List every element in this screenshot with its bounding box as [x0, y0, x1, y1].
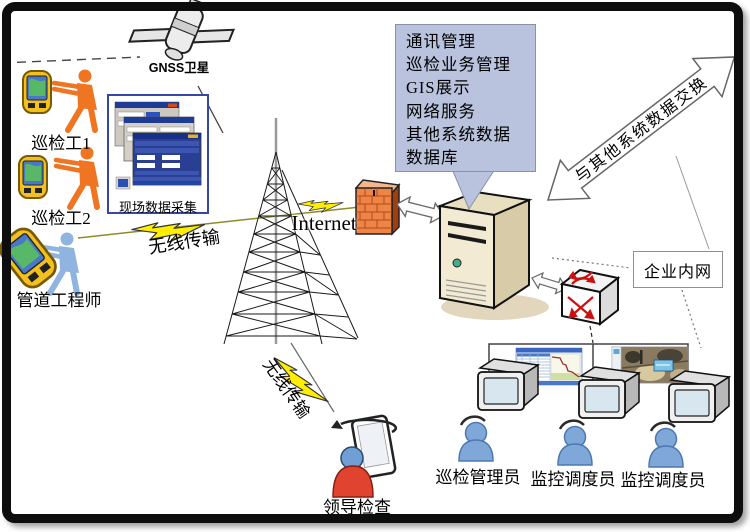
inspector2-figure: [56, 147, 99, 208]
dispatcher2-label: 监控调度员: [620, 471, 706, 490]
wireless-link-line: [77, 206, 361, 239]
engineer-label: 管道工程师: [16, 291, 102, 310]
gps-device-icon: [0, 222, 62, 294]
field-collection-label: 现场数据采集: [118, 200, 197, 215]
router-icon: [559, 268, 621, 327]
callout-item: GIS展示: [406, 78, 471, 98]
inspector1-figure: [54, 70, 97, 131]
radio-tower-icon: [223, 118, 359, 345]
gps-device-icon: [22, 70, 52, 114]
inspector2-label: 巡检工2: [31, 209, 91, 228]
intranet-box: 企业内网: [633, 251, 723, 288]
callout-item: 其他系统数据: [406, 124, 511, 144]
satellite-label: GNSS卫星: [148, 61, 210, 75]
gps-device-icon: [18, 155, 48, 199]
firewall-server-arrow: [396, 195, 445, 224]
callout-item: 网络服务: [406, 101, 476, 121]
satellite-signal-dashed-line: [1, 56, 141, 64]
intranet-clients-dotted-line: [681, 289, 702, 349]
operator-icon: [457, 415, 495, 463]
leader-figure: [331, 414, 398, 498]
arrow-intranet-line: [675, 155, 710, 250]
admin-label: 巡检管理员: [435, 468, 521, 487]
exchange-arrow-label: 与其他系统数据交换: [572, 73, 711, 186]
callout-item: 数据库: [406, 148, 459, 168]
workstation-icon: [578, 366, 640, 419]
satellite-to-tower-line: [197, 85, 224, 134]
workstation-icon: [477, 358, 539, 411]
router-clients-dashed-line: [589, 325, 594, 344]
inspector1-label: 巡检工1: [31, 134, 91, 153]
pda-screenshot: [107, 94, 209, 214]
callout-item: 通讯管理: [406, 32, 476, 51]
dispatcher1-label: 监控调度员: [530, 470, 616, 489]
callout-item: 巡检业务管理: [406, 55, 511, 75]
tablet-icon: [350, 414, 397, 479]
internet-label: Internet: [291, 211, 357, 235]
workstation-icon: [668, 370, 730, 423]
leader-label: 领导检查: [323, 498, 391, 517]
server-icon: [436, 190, 549, 320]
exchange-arrow: 与其他系统数据交换: [546, 56, 736, 201]
satellite-icon: [127, 0, 236, 61]
server-intranet-dotted-line: [551, 257, 632, 269]
firewall-icon: [354, 179, 401, 236]
server-functions-callout: 通讯管理 巡检业务管理 GIS展示 网络服务 其他系统数据 数据库: [395, 24, 536, 172]
operator-icon: [556, 419, 594, 467]
operator-icon: [647, 421, 685, 469]
